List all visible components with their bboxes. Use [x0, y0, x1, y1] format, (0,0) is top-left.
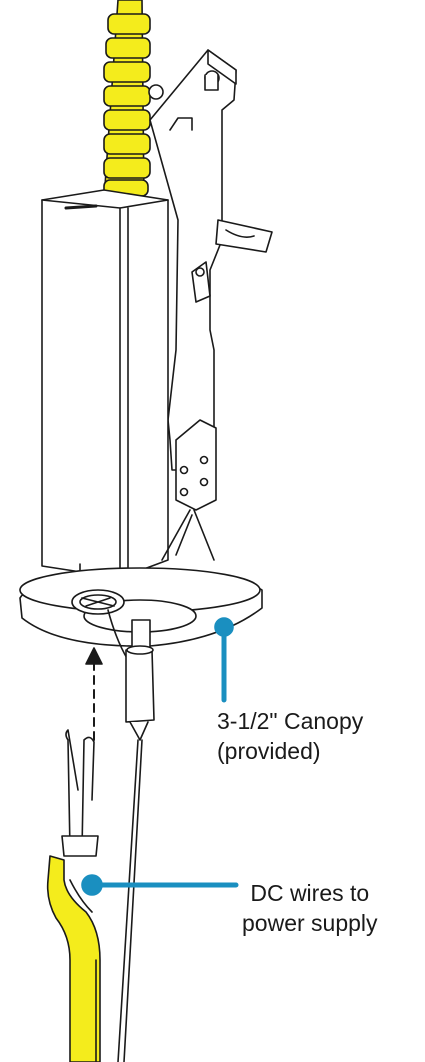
- canopy-callout-label: 3-1/2" Canopy (provided): [217, 706, 363, 766]
- canopy-callout-line2: (provided): [217, 738, 321, 764]
- junction-box: [41, 189, 169, 579]
- canopy-callout-line1: 3-1/2" Canopy: [217, 708, 364, 734]
- cable-grip: [125, 619, 155, 741]
- dc-wires-callout-line1: DC wires to: [250, 880, 370, 906]
- dc-wires-callout-line2: power supply: [242, 910, 378, 936]
- dc-wires: [46, 729, 101, 1062]
- insert-arrow: [85, 647, 103, 741]
- support-wires: [161, 509, 215, 561]
- suspension-cable: [117, 739, 143, 1062]
- dc-wires-callout-line: [81, 874, 239, 896]
- mounting-bracket: [148, 49, 273, 511]
- dc-wires-callout-label: DC wires to power supply: [242, 878, 378, 938]
- spiral-cable-wrap: [103, 0, 151, 201]
- canopy-callout-line: [214, 617, 234, 703]
- canopy: [19, 567, 263, 661]
